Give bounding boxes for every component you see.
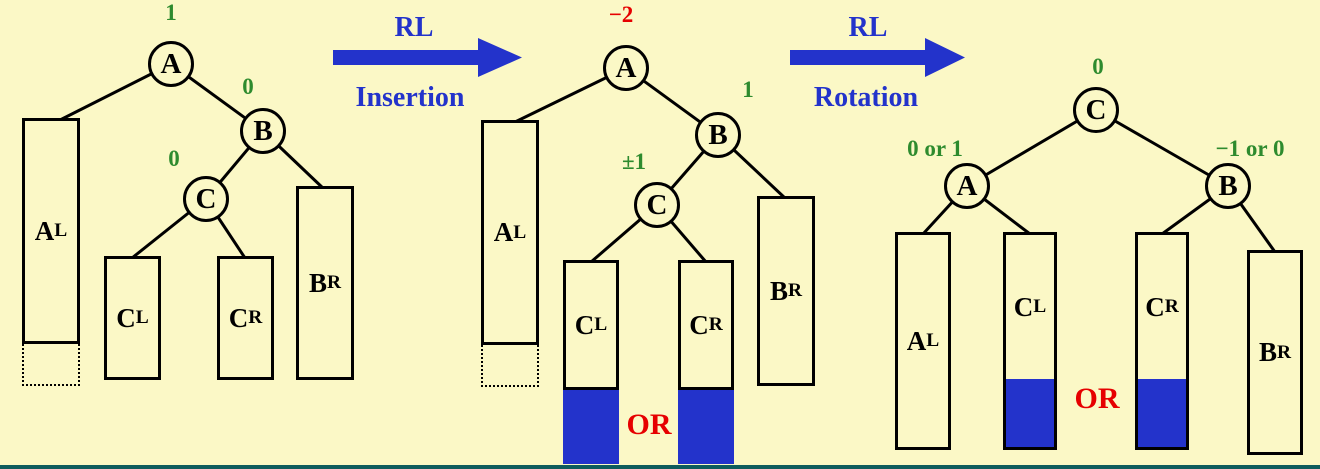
label-base: C bbox=[116, 302, 136, 333]
label-sub: R bbox=[1164, 296, 1179, 318]
balance-factor-a: 0 or 1 bbox=[907, 136, 963, 161]
arrow2-top-label: RL bbox=[848, 12, 888, 43]
label-sub: L bbox=[926, 330, 940, 352]
al-dotted-extension bbox=[22, 344, 80, 386]
label-base: B bbox=[1258, 337, 1277, 367]
label-sub: R bbox=[787, 280, 803, 302]
balance-factor-c: 0 bbox=[1092, 54, 1104, 79]
label-base: C bbox=[574, 309, 595, 340]
node-label: C bbox=[195, 182, 217, 215]
label-base: A bbox=[906, 325, 927, 356]
label-base: C bbox=[228, 302, 249, 333]
node-label: B bbox=[253, 114, 273, 147]
balance-factor-a: −2 bbox=[608, 2, 634, 27]
node-label: C bbox=[646, 188, 668, 221]
balance-factor-b: −1 or 0 bbox=[1215, 136, 1285, 161]
balance-factor-a: 1 bbox=[165, 0, 177, 25]
node-c: C bbox=[634, 182, 680, 228]
arrow1-bottom-label: Insertion bbox=[355, 82, 465, 113]
node-b: B bbox=[1205, 163, 1251, 209]
node-label: A bbox=[160, 47, 182, 80]
node-a: A bbox=[603, 45, 649, 91]
node-a: A bbox=[148, 41, 194, 87]
label-sub: R bbox=[708, 314, 723, 336]
inserted-node-block bbox=[678, 390, 734, 464]
node-label: A bbox=[956, 169, 978, 202]
label-sub: L bbox=[135, 307, 149, 329]
label-base: B bbox=[308, 267, 327, 298]
label-base: B bbox=[769, 275, 788, 306]
node-label: C bbox=[1085, 93, 1107, 126]
label-sub: L bbox=[54, 220, 68, 242]
balance-factor-b: 1 bbox=[742, 77, 754, 102]
inserted-node-block bbox=[1006, 379, 1054, 447]
node-c: C bbox=[1073, 87, 1119, 133]
node-label: B bbox=[1218, 169, 1238, 202]
label-base: A bbox=[493, 217, 514, 247]
or-label: OR bbox=[626, 408, 672, 441]
node-a: A bbox=[944, 163, 990, 209]
label-sub: R bbox=[326, 272, 342, 294]
node-b: B bbox=[240, 108, 286, 154]
label-sub: R bbox=[1276, 341, 1292, 363]
al-dotted-extension bbox=[481, 345, 539, 387]
balance-factor-c: 0 bbox=[168, 146, 180, 171]
inserted-node-block bbox=[563, 390, 619, 464]
inserted-node-block bbox=[1138, 379, 1186, 447]
label-base: C bbox=[1013, 291, 1034, 322]
arrow2-bottom-label: Rotation bbox=[813, 82, 919, 113]
node-label: A bbox=[615, 51, 637, 84]
label-sub: R bbox=[248, 307, 263, 329]
label-sub: L bbox=[513, 221, 527, 243]
label-base: A bbox=[34, 215, 55, 246]
label-sub: L bbox=[594, 314, 608, 336]
label-base: C bbox=[689, 309, 709, 340]
balance-factor-c: ±1 bbox=[621, 149, 647, 174]
node-c: C bbox=[183, 176, 229, 222]
or-label: OR bbox=[1074, 382, 1120, 415]
node-label: B bbox=[708, 118, 728, 151]
label-base: C bbox=[1145, 291, 1165, 322]
balance-factor-b: 0 bbox=[242, 74, 254, 99]
node-b: B bbox=[695, 112, 741, 158]
label-sub: L bbox=[1033, 296, 1047, 318]
arrow1-top-label: RL bbox=[394, 12, 434, 43]
bottom-border bbox=[0, 465, 1320, 469]
